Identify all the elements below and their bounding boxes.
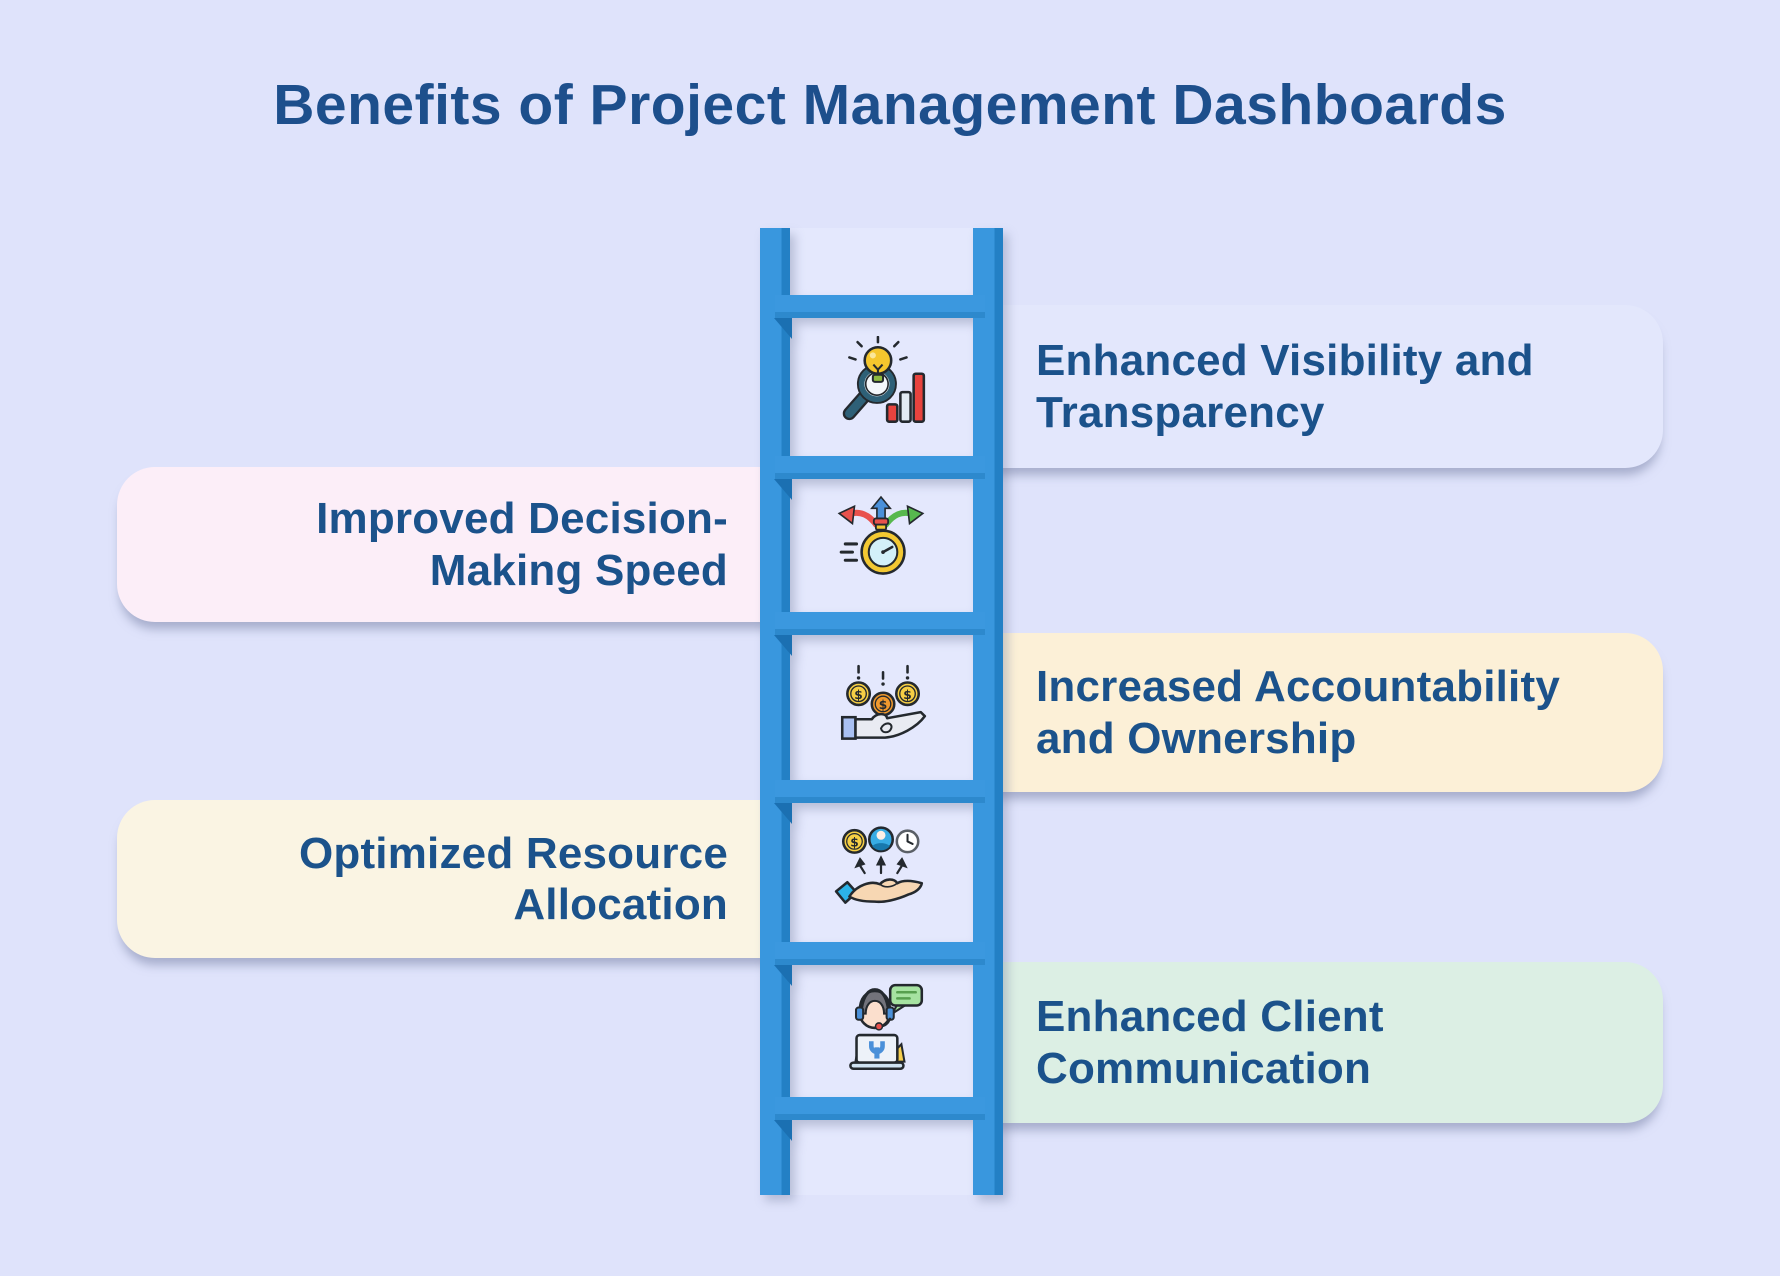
- page-title: Benefits of Project Management Dashboard…: [273, 73, 1507, 137]
- benefit-label: Enhanced Visibility and Transparency: [1036, 336, 1534, 437]
- benefit-label: Optimized Resource Allocation: [298, 828, 728, 929]
- support-agent-icon: [830, 980, 932, 1082]
- benefit-label: Increased Accountability and Ownership: [1036, 662, 1560, 763]
- benefit-label: Improved Decision- Making Speed: [316, 494, 728, 595]
- ladder-right-rail: [973, 228, 1003, 1195]
- ladder-rung-4: [775, 942, 985, 965]
- magnifier-growth-icon: [830, 336, 932, 438]
- ladder-rung-2: [775, 612, 985, 635]
- ladder-rung-3: [775, 780, 985, 803]
- resource-allocation-hand-icon: [830, 820, 932, 922]
- speed-stopwatch-icon: [830, 495, 932, 597]
- benefit-card-3: Optimized Resource Allocation: [117, 800, 788, 958]
- benefit-card-4: Enhanced Client Communication: [976, 962, 1663, 1123]
- coins-hand-icon: [830, 656, 932, 758]
- benefit-card-0: Enhanced Visibility and Transparency: [976, 305, 1663, 468]
- benefit-card-1: Improved Decision- Making Speed: [117, 467, 788, 622]
- ladder-rung-1: [775, 456, 985, 479]
- benefit-label: Enhanced Client Communication: [1036, 992, 1384, 1093]
- ladder-rung-0: [775, 295, 985, 318]
- ladder-left-rail: [760, 228, 790, 1195]
- ladder-rung-5: [775, 1097, 985, 1120]
- benefit-card-2: Increased Accountability and Ownership: [976, 633, 1663, 792]
